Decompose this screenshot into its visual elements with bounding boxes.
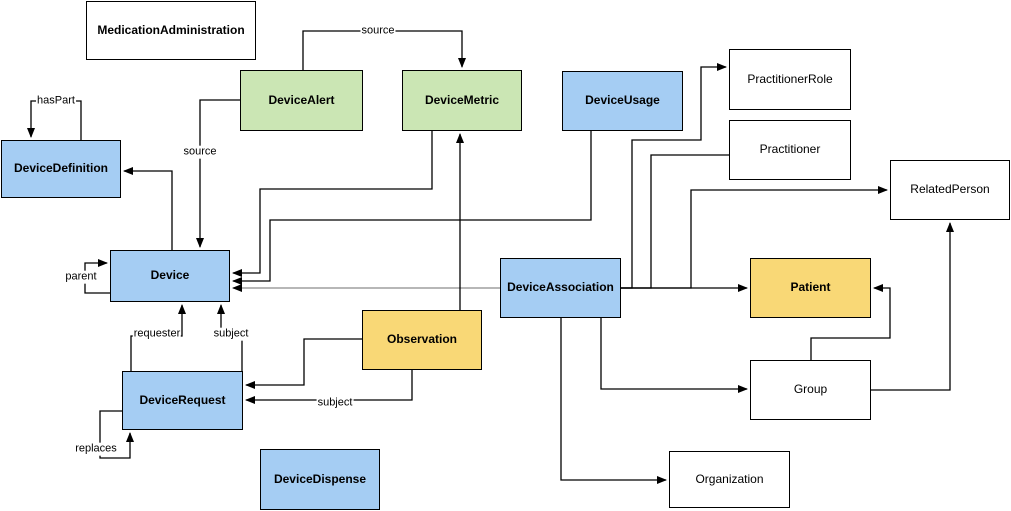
node-label-device-usage: DeviceUsage [585,93,660,108]
node-label-observation: Observation [386,332,458,347]
edge-request-replaces-loop [99,410,134,459]
node-practitioner-role: PractitionerRole [729,49,851,110]
node-label-device-dispense: DeviceDispense [273,471,367,486]
edge-label-observation-subject: subject [316,396,354,410]
edge-group-to-patient [810,284,891,360]
edge-observation-subject [245,370,413,404]
edge-metric-to-device [232,131,433,277]
node-label-practitioner-role: PractitionerRole [747,71,833,86]
edge-label-request-replaces-loop: replaces [74,442,118,456]
node-label-organization: Organization [695,471,764,486]
node-practitioner: Practitioner [729,120,851,180]
node-organization: Organization [669,451,790,508]
node-label-practitioner: Practitioner [759,142,821,157]
edge-association-to-group [600,318,748,393]
node-label-device-metric: DeviceMetric [424,92,500,107]
node-label-group: Group [793,382,828,397]
edge-association-to-organization [560,318,667,484]
node-label-medication-administration: MedicationAdministration [97,22,245,37]
edge-label-requester-to-device: requester [132,327,182,341]
node-label-patient: Patient [790,280,831,295]
edge-label-devicedefinition-haspart: hasPart [36,94,76,108]
node-device-definition: DeviceDefinition [1,140,121,198]
node-label-device-definition: DeviceDefinition [13,161,109,176]
node-group: Group [750,360,871,420]
edge-label-device-parent-loop: parent [64,270,98,284]
node-related-person: RelatedPerson [890,160,1010,220]
node-device: Device [110,250,230,302]
edge-label-alert-to-metric: source [360,24,396,38]
node-label-related-person: RelatedPerson [910,182,990,197]
node-device-usage: DeviceUsage [562,71,683,131]
node-device-request: DeviceRequest [122,371,243,430]
edge-group-to-relatedperson [871,222,954,391]
edge-label-subject-to-device: subject [212,327,250,341]
node-device-metric: DeviceMetric [402,70,522,131]
node-label-device-association: DeviceAssociation [507,280,614,295]
node-label-device-request: DeviceRequest [139,392,226,407]
edge-association-to-practitioner [621,154,729,289]
node-device-dispense: DeviceDispense [260,449,380,510]
node-label-device-alert: DeviceAlert [268,92,335,107]
node-device-alert: DeviceAlert [240,70,363,131]
edge-alert-to-device [196,99,240,248]
edge-usage-to-device [232,131,592,285]
node-medication-administration: MedicationAdministration [86,1,256,60]
node-device-association: DeviceAssociation [500,258,621,318]
edge-device-to-devicedefinition [123,167,173,250]
node-patient: Patient [750,258,871,318]
node-label-device: Device [150,268,190,283]
node-observation: Observation [362,310,482,370]
edge-observation-to-request [245,338,362,389]
edge-label-alert-to-device: source [182,145,218,159]
